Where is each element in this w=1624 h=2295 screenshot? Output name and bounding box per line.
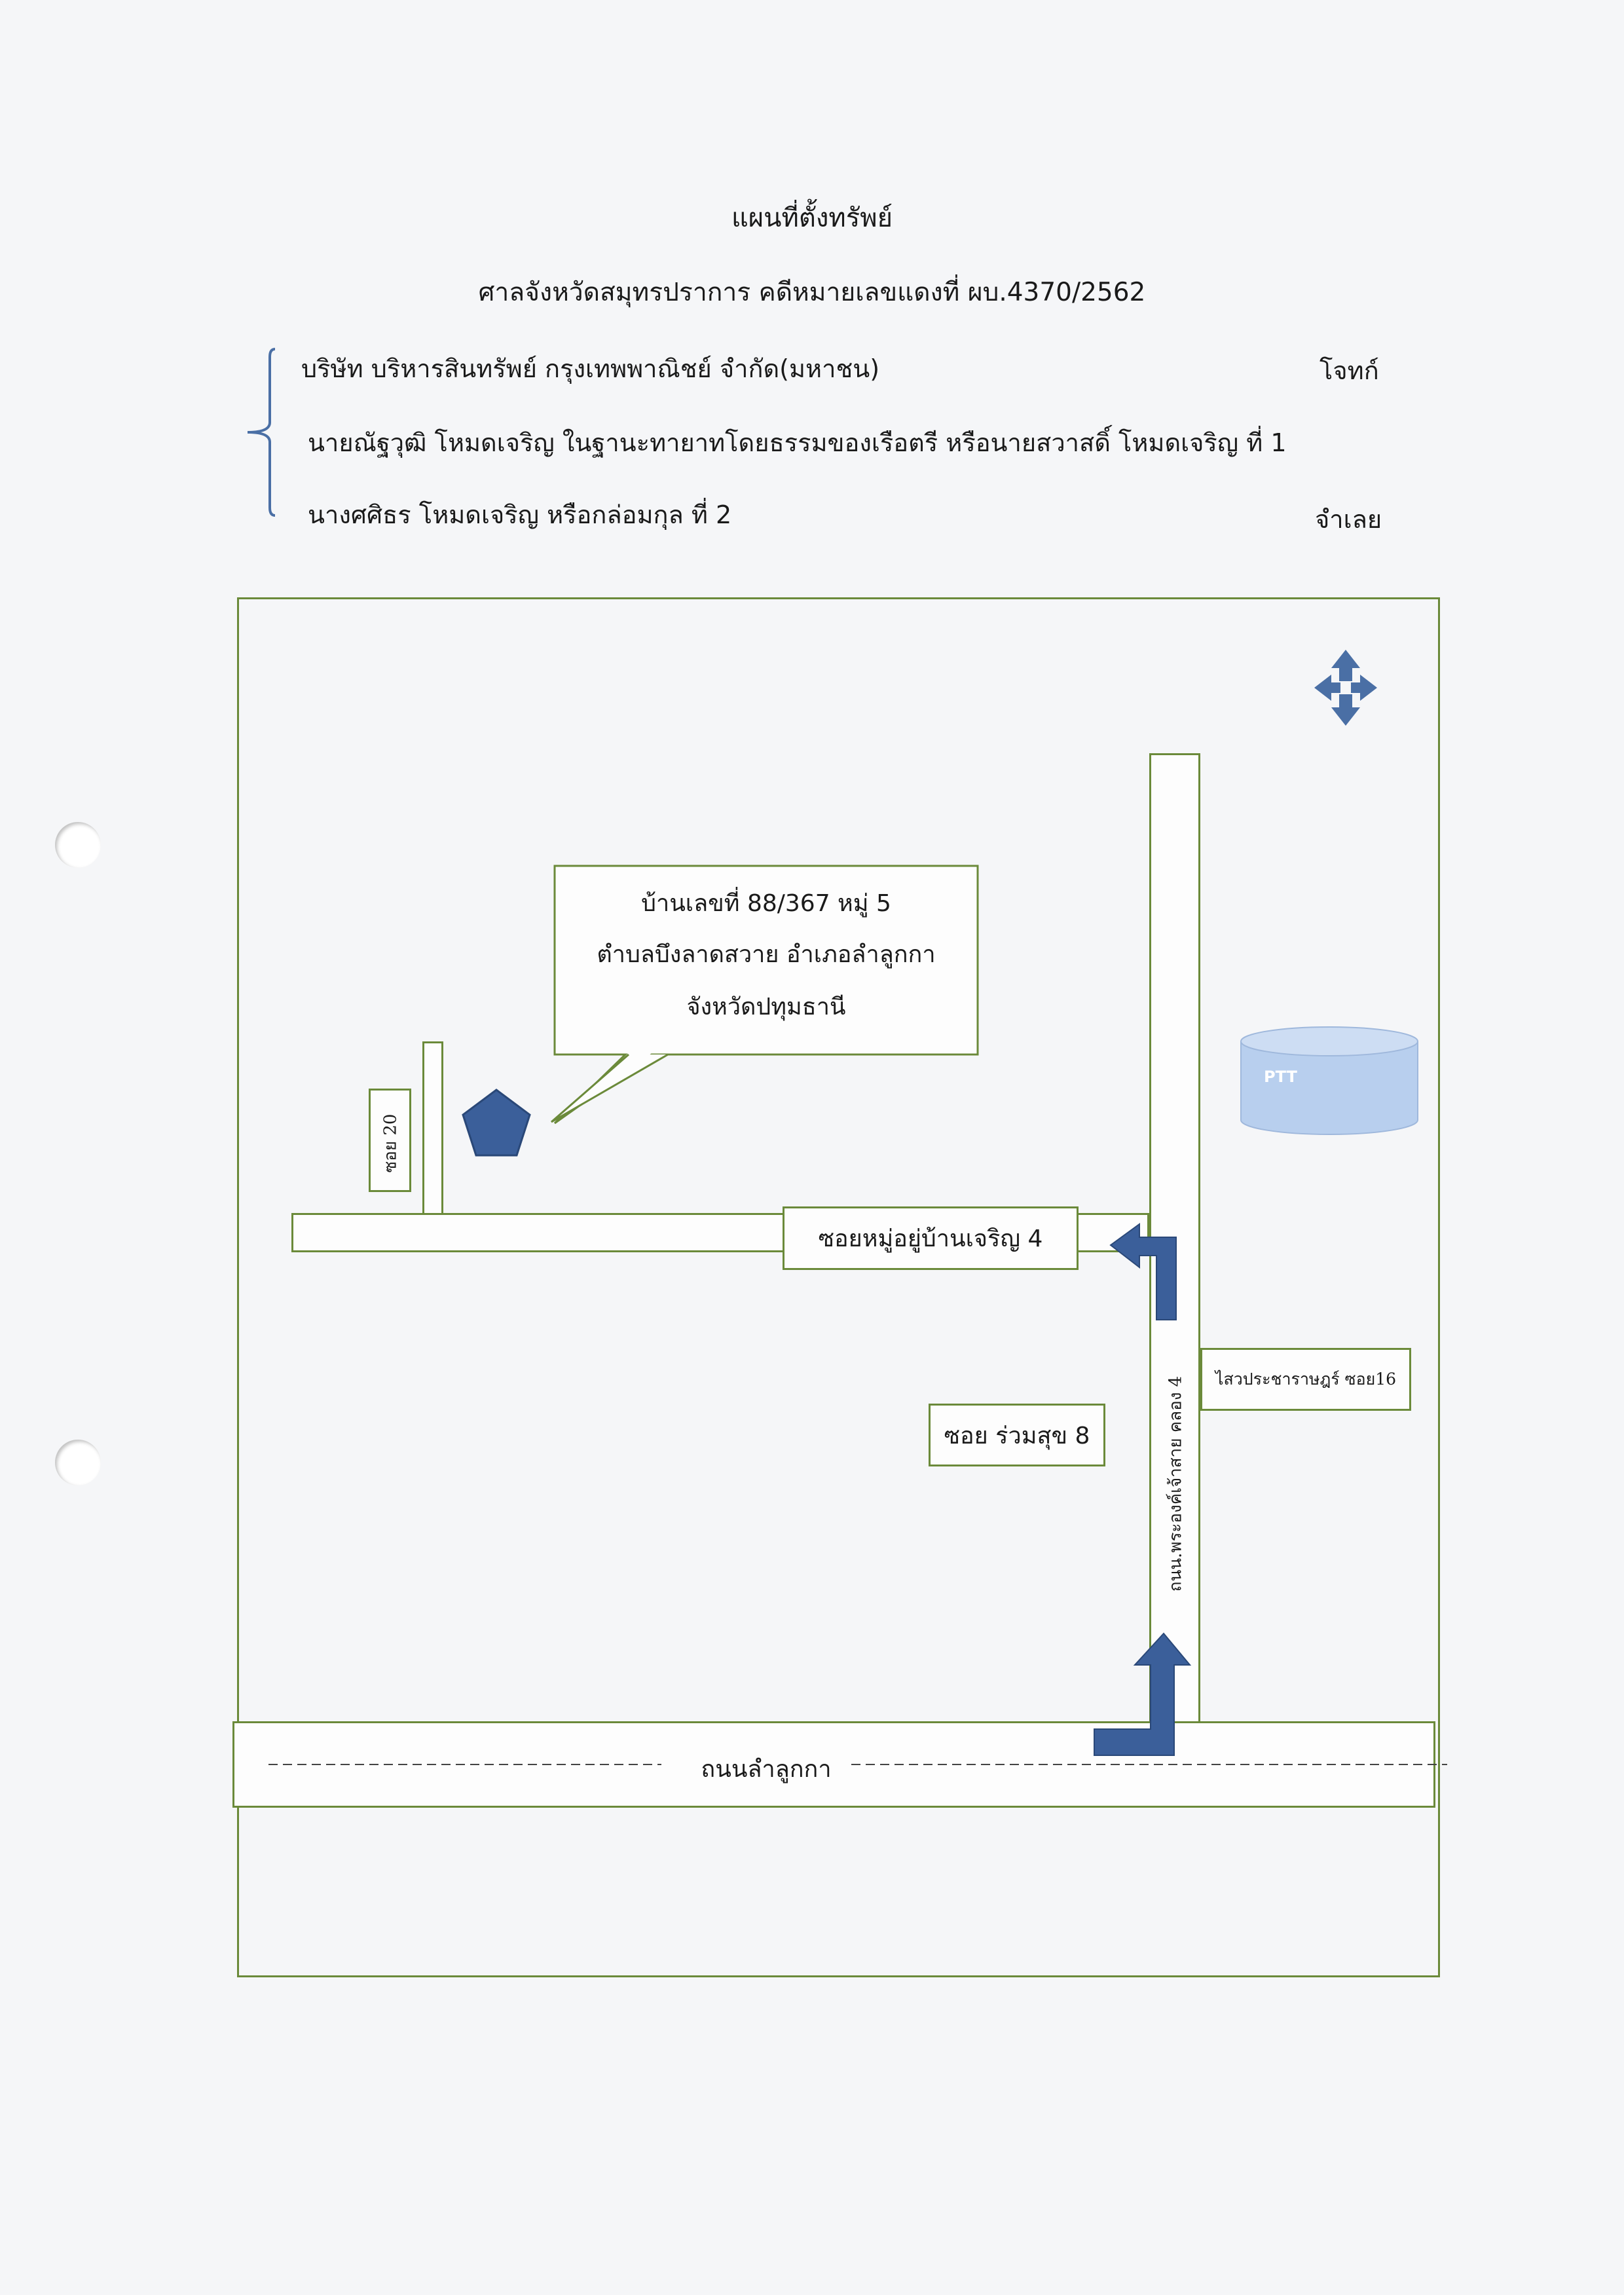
plaintiff-name: บริษัท บริหารสินทรัพย์ กรุงเทพพาณิชย์ จำ… (301, 354, 880, 383)
property-marker-icon (462, 1089, 531, 1157)
punch-hole-bottom (55, 1440, 101, 1485)
route-arrow-left-icon (1109, 1223, 1177, 1320)
soi-20-sign: ซอย 20 (369, 1089, 411, 1192)
map-frame (237, 597, 1440, 1977)
punch-hole-top (55, 822, 101, 868)
soi-20-road (422, 1041, 443, 1215)
plaintiff-role: โจทก์ (1320, 356, 1379, 385)
soi-ruamsuk-label: ซอย ร่วมสุข 8 (944, 1422, 1090, 1449)
defendant-2-name: นางศศิธร โหมดเจริญ หรือกล่อมกุล ที่ 2 (308, 500, 732, 529)
page-title: แผนที่ตั้งทรัพย์ (731, 203, 893, 233)
route-arrow-up-icon (1094, 1632, 1192, 1756)
soi-moo-baan-sign: ซอยหมู่อยู่บ้านเจริญ 4 (783, 1206, 1079, 1270)
soi-ruamsuk-sign: ซอย ร่วมสุข 8 (929, 1404, 1105, 1466)
ptt-label: PTT (1264, 1068, 1297, 1086)
soi-moo-baan-label: ซอยหมู่อยู่บ้านเจริญ 4 (818, 1225, 1043, 1252)
property-address-line-1: บ้านเลขที่ 88/367 หมู่ 5 (641, 890, 891, 917)
sai-prachararat-sign: ไสวประชาราษฎร์ ซอย16 (1200, 1348, 1411, 1411)
property-callout-shape (551, 865, 979, 1125)
party-brace (247, 348, 276, 517)
defendant-role: จำเลย (1315, 505, 1382, 534)
property-address-line-2: ตำบลบึงลาดสวาย อำเภอลำลูกกา (597, 941, 936, 968)
ptt-station-icon (1240, 1026, 1418, 1135)
court-case-line: ศาลจังหวัดสมุทรปราการ คดีหมายเลขแดงที่ ผ… (478, 278, 1146, 307)
soi-20-label: ซอย 20 (380, 1113, 401, 1173)
main-road-label: ถนนลำลูกกา (701, 1756, 832, 1783)
defendant-1-name: นายณัฐวุฒิ โหมดเจริญ ในฐานะทายาทโดยธรรมข… (308, 428, 1287, 457)
main-road-centerline (268, 1764, 1447, 1765)
compass-arrows-icon (1314, 650, 1377, 726)
property-address-line-3: จังหวัดปทุมธานี (686, 994, 846, 1020)
vertical-road-label: ถนน.พระองค์เจ้าสาย คลอง 4 (1166, 1375, 1186, 1592)
sai-prachararat-label: ไสวประชาราษฎร์ ซอย16 (1215, 1370, 1397, 1389)
